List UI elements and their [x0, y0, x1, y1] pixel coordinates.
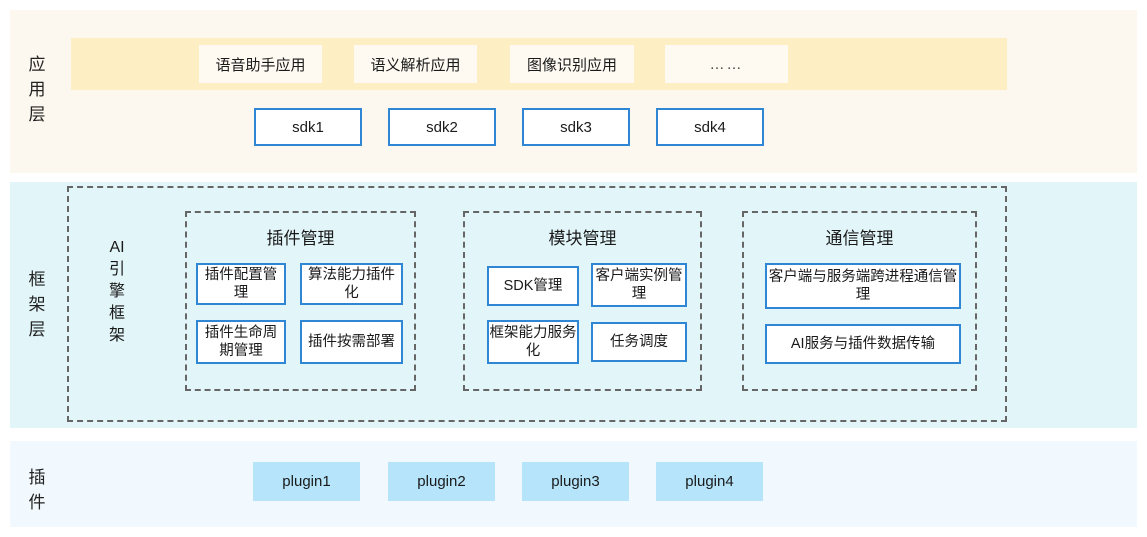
group-container-module-management: [463, 211, 702, 391]
group-title-module-management: 模块管理: [548, 229, 617, 248]
sdk-box-1[interactable]: sdk1: [254, 108, 362, 146]
ai-engine-framework-label-char-0: AI: [109, 239, 125, 256]
plugin-box-2[interactable]: plugin2: [388, 462, 495, 501]
ai-engine-framework-label-char-4: 架: [108, 327, 125, 344]
group-title-communication-management: 通信管理: [825, 229, 894, 248]
framework-layer-label: 框 架 层: [22, 267, 52, 342]
application-box-image-recognition[interactable]: 图像识别应用: [510, 45, 634, 83]
plugin-box-1[interactable]: plugin1: [253, 462, 360, 501]
group-container-communication-management: [742, 211, 977, 391]
framework-layer-label-char-0: 框: [28, 270, 46, 289]
sdk-box-3[interactable]: sdk3: [522, 108, 630, 146]
plugin-layer-label: 插 件: [22, 465, 52, 515]
cell-plugin-config-management[interactable]: 插件配置管理: [196, 263, 286, 305]
group-container-plugin-management: [185, 211, 416, 391]
ai-engine-framework-label-char-1: 引: [108, 261, 125, 278]
framework-layer-label-char-1: 架: [28, 295, 46, 314]
cell-algorithm-capability-pluginization[interactable]: 算法能力插件化: [300, 263, 403, 305]
sdk-box-2[interactable]: sdk2: [388, 108, 496, 146]
application-layer-label: 应 用 层: [22, 52, 52, 127]
sdk-box-4[interactable]: sdk4: [656, 108, 764, 146]
plugin-layer-label-char-1: 件: [28, 493, 46, 512]
framework-layer-label-char-2: 层: [28, 320, 46, 339]
ai-engine-framework-label-char-3: 框: [108, 305, 125, 322]
cell-client-server-cross-process-communication[interactable]: 客户端与服务端跨进程通信管理: [765, 263, 961, 309]
plugin-box-4[interactable]: plugin4: [656, 462, 763, 501]
cell-plugin-lifecycle-management[interactable]: 插件生命周期管理: [196, 320, 286, 364]
plugin-layer-label-char-0: 插: [28, 468, 46, 487]
application-box-voice-assistant[interactable]: 语音助手应用: [199, 45, 322, 83]
cell-sdk-management[interactable]: SDK管理: [487, 266, 579, 306]
application-box-semantic-parsing[interactable]: 语义解析应用: [354, 45, 477, 83]
ai-engine-framework-label-char-2: 擎: [108, 283, 125, 300]
application-box-ellipsis: ……: [665, 45, 788, 83]
application-layer-label-char-0: 应: [28, 55, 46, 74]
cell-ai-service-plugin-data-transfer[interactable]: AI服务与插件数据传输: [765, 324, 961, 364]
cell-plugin-on-demand-deployment[interactable]: 插件按需部署: [300, 320, 403, 364]
group-title-plugin-management: 插件管理: [266, 229, 335, 248]
cell-client-instance-management[interactable]: 客户端实例管理: [591, 263, 687, 307]
application-layer-panel: [10, 10, 1137, 173]
plugin-box-3[interactable]: plugin3: [522, 462, 629, 501]
application-layer-label-char-2: 层: [28, 105, 46, 124]
cell-task-scheduling[interactable]: 任务调度: [591, 322, 687, 362]
ai-engine-framework-label: AI 引 擎 框 架: [100, 237, 134, 347]
ai-engine-framework-container: [67, 186, 1007, 422]
cell-framework-capability-servitization[interactable]: 框架能力服务化: [487, 320, 579, 364]
application-layer-label-char-1: 用: [28, 80, 46, 99]
